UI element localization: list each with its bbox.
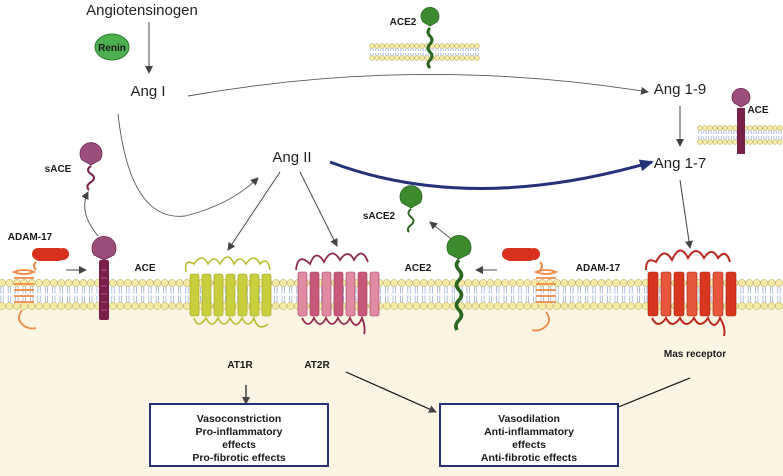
adam17-right-label: ADAM-17: [576, 263, 621, 274]
adam17-protein-right: [502, 248, 559, 332]
ace-right-label: ACE: [747, 105, 768, 116]
sace2-protein: [399, 185, 423, 233]
small-membrane-ace: [697, 125, 783, 145]
ace-membrane-label: ACE: [134, 263, 155, 274]
ang2-label: Ang II: [272, 149, 311, 166]
ace-shedding-arrow: [81, 191, 99, 237]
at2r-receptor: [295, 252, 380, 335]
renin-label: Renin: [98, 43, 126, 54]
ang19-label: Ang 1-9: [654, 81, 707, 98]
small-membrane-ace2: [369, 43, 480, 61]
ace2-protein-top: [420, 7, 440, 70]
at1r-receptor: [184, 256, 272, 328]
ang2-to-ang17-arrow: [329, 159, 654, 190]
ang17-to-mas-arrow: [679, 179, 693, 249]
effects-right-line-1: Vasodilation: [498, 413, 560, 425]
sace-protein: [79, 142, 103, 191]
at2r-label: AT2R: [304, 360, 330, 371]
effects-right-line-4: Anti-fibrotic effects: [481, 452, 577, 464]
cytoplasm-region: [0, 305, 783, 476]
effects-box-right: [439, 403, 619, 467]
ang2-to-at2r-arrow: [299, 171, 338, 247]
sace-label: sACE: [45, 164, 72, 175]
at2r-to-effects-arrow: [345, 371, 437, 413]
ang2-to-at1r-arrow: [227, 171, 281, 251]
effects-right-line-2: Anti-inflammatory: [484, 426, 574, 438]
effects-box-left: [149, 403, 329, 467]
effects-right-line-3: effects: [512, 439, 546, 451]
ace2-membrane-label: ACE2: [405, 263, 432, 274]
at1r-label: AT1R: [227, 360, 253, 371]
ace2-protein-membrane: [446, 234, 472, 331]
mas-receptor: [645, 249, 737, 337]
ace-protein-right: [731, 88, 751, 154]
ang1-label: Ang I: [130, 83, 165, 100]
ang17-label: Ang 1-7: [654, 155, 707, 172]
effects-left-line-3: effects: [222, 439, 256, 451]
adam17-protein-left: [11, 248, 69, 330]
ang1-to-ang2-arrow: [117, 113, 259, 217]
mas-receptor-label: Mas receptor: [664, 349, 726, 360]
effects-left-line-4: Pro-fibrotic effects: [192, 452, 286, 464]
ace-protein-membrane: [91, 235, 117, 320]
effects-left-line-2: Pro-inflammatory: [196, 426, 283, 438]
effects-left-line-1: Vasoconstriction: [197, 413, 282, 425]
ace2-top-label: ACE2: [390, 17, 417, 28]
angiotensinogen-label: Angiotensinogen: [86, 2, 198, 19]
adam17-left-label: ADAM-17: [8, 232, 53, 243]
renin-enzyme: [94, 33, 130, 61]
ang1-to-ang19-arrow: [187, 74, 649, 97]
sace2-label: sACE2: [363, 211, 396, 222]
